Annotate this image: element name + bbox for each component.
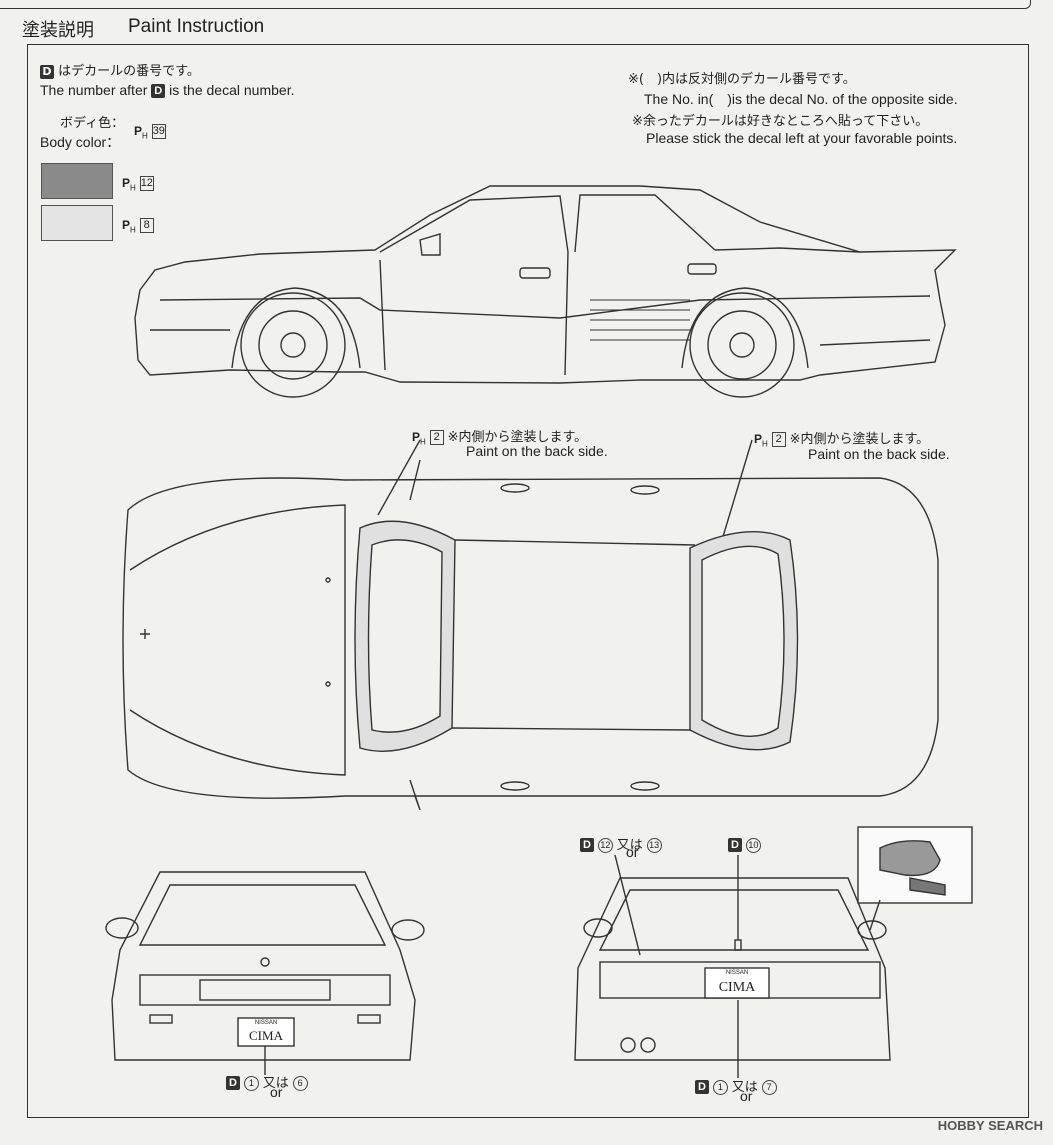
rear-decal-callout: D 1 又は 7: [695, 1076, 777, 1095]
body-color-code: PH 39: [134, 123, 166, 141]
light-gray-code: PH 8: [122, 216, 154, 234]
body-color-label-en: Body color：: [40, 134, 121, 150]
rear-view-car: [574, 877, 891, 1061]
opposite-note-jp: ※( )内は反対側のデカール番号です。: [628, 72, 856, 87]
decal-mark: D: [40, 64, 54, 79]
decal-mark: D: [151, 84, 166, 99]
top-border: [0, 0, 1031, 9]
body-color-label-jp: ボディ色：: [60, 116, 125, 131]
watermark: HOBBY SEARCH: [937, 1118, 1043, 1133]
leftover-note-en: Please stick the decal left at your favo…: [646, 130, 958, 146]
title-en: Paint Instruction: [128, 16, 265, 37]
front-view-car: [105, 871, 425, 1061]
rear-plate-model: CIMA: [718, 980, 756, 995]
title-jp: 塗装説明: [22, 20, 94, 41]
decal-legend-en: The number after D is the decal number.: [40, 82, 295, 99]
rear-or: or: [740, 1088, 753, 1104]
dark-gray-code: PH 12: [122, 175, 154, 193]
light-gray-swatch: [41, 205, 113, 241]
front-window-code: PH 2 ※内側から塗装します。: [412, 429, 588, 447]
instruction-frame: [27, 44, 1029, 1118]
front-decal-callout: D 1 又は 6: [226, 1072, 308, 1091]
rear-trunk-decal: D 10: [728, 836, 761, 853]
rear-top-or: or: [626, 844, 639, 860]
side-view-car: [134, 185, 957, 398]
opposite-note-en: The No. in( )is the decal No. of the opp…: [644, 91, 958, 107]
front-window-note: Paint on the back side.: [466, 443, 608, 459]
front-plate-model: CIMA: [249, 1028, 283, 1043]
dark-gray-swatch: [41, 163, 113, 199]
rear-window-code: PH 2 ※内側から塗装します。: [754, 431, 930, 449]
rear-plate-brand: NISSAN: [725, 970, 749, 976]
leftover-note-jp: ※余ったデカールは好きなところへ貼って下さい。: [632, 114, 929, 129]
rear-top-decal-callout: D 12 又は 13: [580, 834, 662, 853]
top-view-car: [122, 459, 939, 811]
front-or: or: [270, 1084, 283, 1100]
decal-legend-jp: D はデカールの番号です。: [40, 60, 200, 79]
front-plate-brand: NISSAN: [254, 1020, 278, 1026]
rear-window-note: Paint on the back side.: [808, 446, 950, 462]
